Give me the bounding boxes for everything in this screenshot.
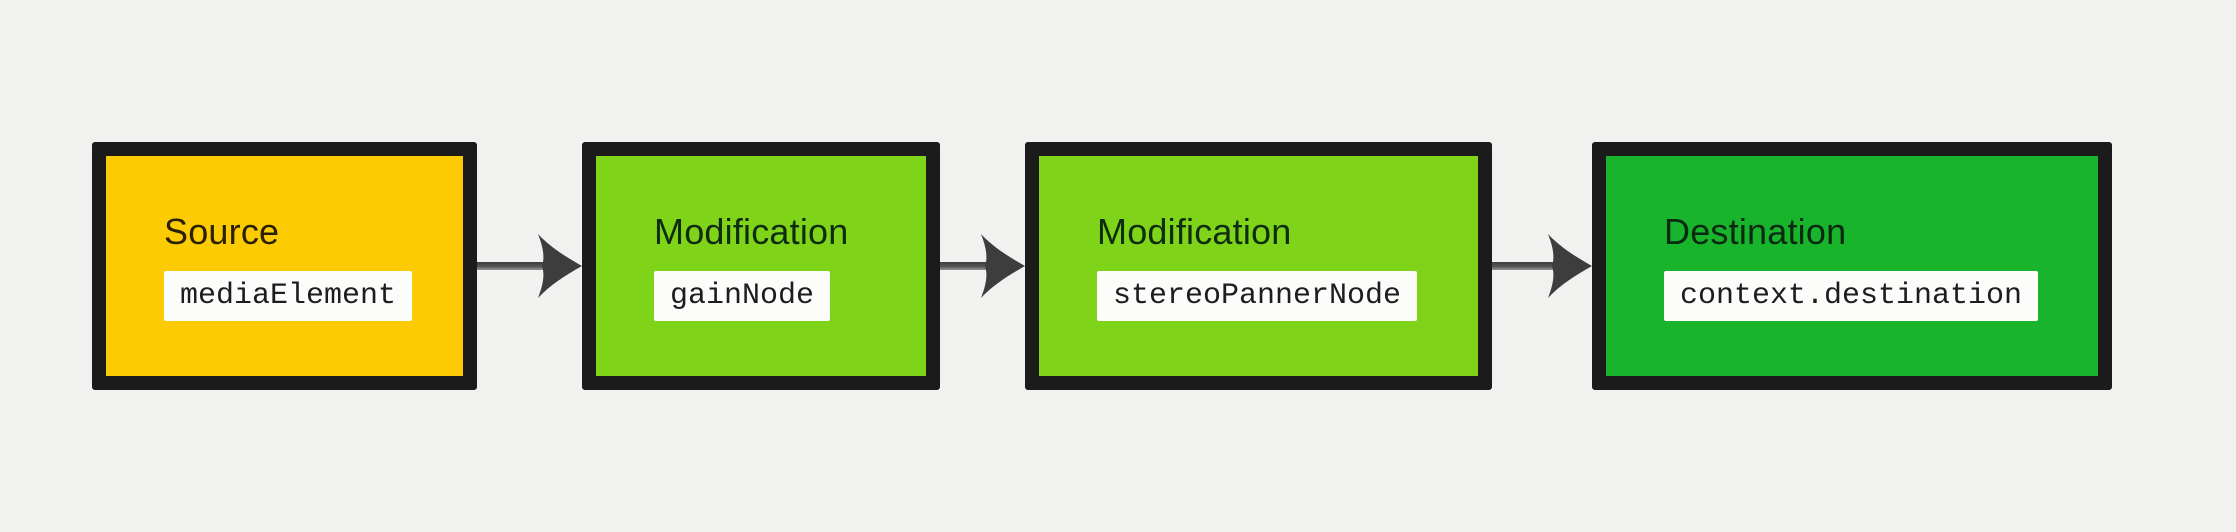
node-title: Destination [1664,210,1847,252]
node-source: Source mediaElement [92,142,477,390]
arrowhead-icon [538,234,582,298]
node-title: Modification [1097,210,1292,252]
arrowhead-icon [1548,234,1592,298]
node-code-chip: stereoPannerNode [1097,271,1418,322]
node-code-chip: mediaElement [164,271,413,322]
flow-arrow [1492,234,1592,298]
node-destination: Destination context.destination [1592,142,2112,390]
node-modification-stereo-panner: Modification stereoPannerNode [1025,142,1492,390]
flow-arrow [477,234,582,298]
node-code-chip: context.destination [1664,271,2039,322]
flow-arrow [940,234,1025,298]
node-modification-gain: Modification gainNode [582,142,940,390]
node-code-chip: gainNode [654,271,831,322]
arrowhead-icon [981,234,1025,298]
node-title: Source [164,210,280,252]
node-title: Modification [654,210,849,252]
